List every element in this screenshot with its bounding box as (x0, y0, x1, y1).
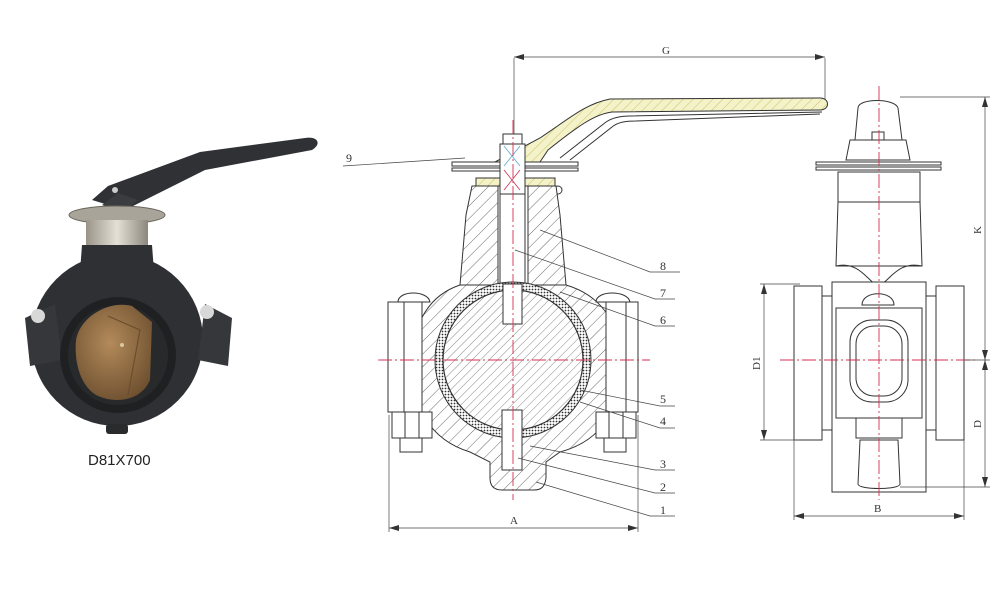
neck-left-section (459, 185, 499, 286)
disc-photo (75, 304, 152, 400)
dim-label-d: D (972, 420, 984, 428)
handle-cap-side (854, 100, 903, 141)
lever-handle-section (494, 97, 828, 163)
part-number-6: 6 (660, 313, 666, 327)
part-number-7: 7 (660, 286, 666, 300)
part-number-4: 4 (660, 414, 666, 428)
part-number-9: 9 (346, 151, 352, 165)
dim-label-k: K (972, 226, 984, 234)
model-caption: D81X700 (88, 452, 151, 469)
valve-photo (25, 137, 318, 434)
dim-label-a: A (510, 515, 518, 527)
dim-label-g: G (662, 45, 670, 57)
bottom-trunnion (501, 409, 523, 471)
neck-right-section (527, 185, 567, 286)
bolt-left (387, 292, 433, 453)
lever-handle-photo (92, 137, 318, 210)
dim-label-b: B (874, 503, 881, 515)
part-number-5: 5 (660, 392, 666, 406)
side-view: D1 B K D (751, 86, 990, 520)
part-number-2: 2 (660, 480, 666, 494)
bolt-right (595, 292, 639, 453)
groove-end-right (935, 285, 965, 441)
part-number-1: 1 (660, 503, 666, 517)
groove-end-left (793, 285, 823, 441)
section-view: G (342, 45, 828, 532)
part-leaders (342, 157, 680, 517)
part-number-8: 8 (660, 259, 666, 273)
dim-label-d1: D1 (751, 357, 763, 370)
part-number-3: 3 (660, 457, 666, 471)
